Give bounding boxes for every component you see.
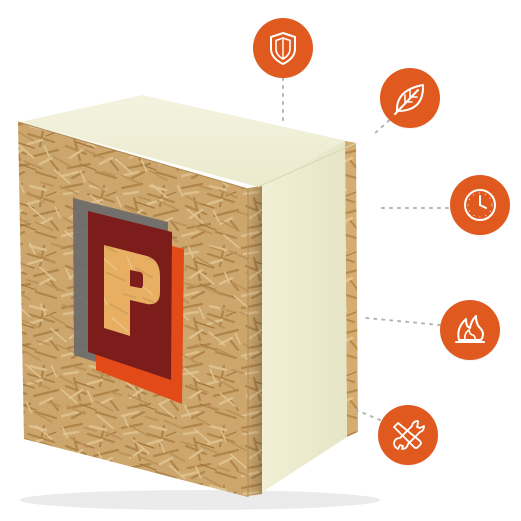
shield-icon [270,31,296,66]
connector-line-5 [355,409,381,421]
leaf-icon [394,84,425,115]
feature-badge-leaf [380,68,440,128]
flame-icon [455,315,485,343]
feature-badge-tools [378,405,438,465]
connector-line-2 [371,114,396,137]
clock-icon [464,189,496,221]
tools-icon [393,420,425,450]
feature-badge-clock [450,175,510,235]
connector-line-4 [365,317,441,326]
feature-badge-flame [440,300,500,360]
feature-badge-shield [253,18,313,78]
